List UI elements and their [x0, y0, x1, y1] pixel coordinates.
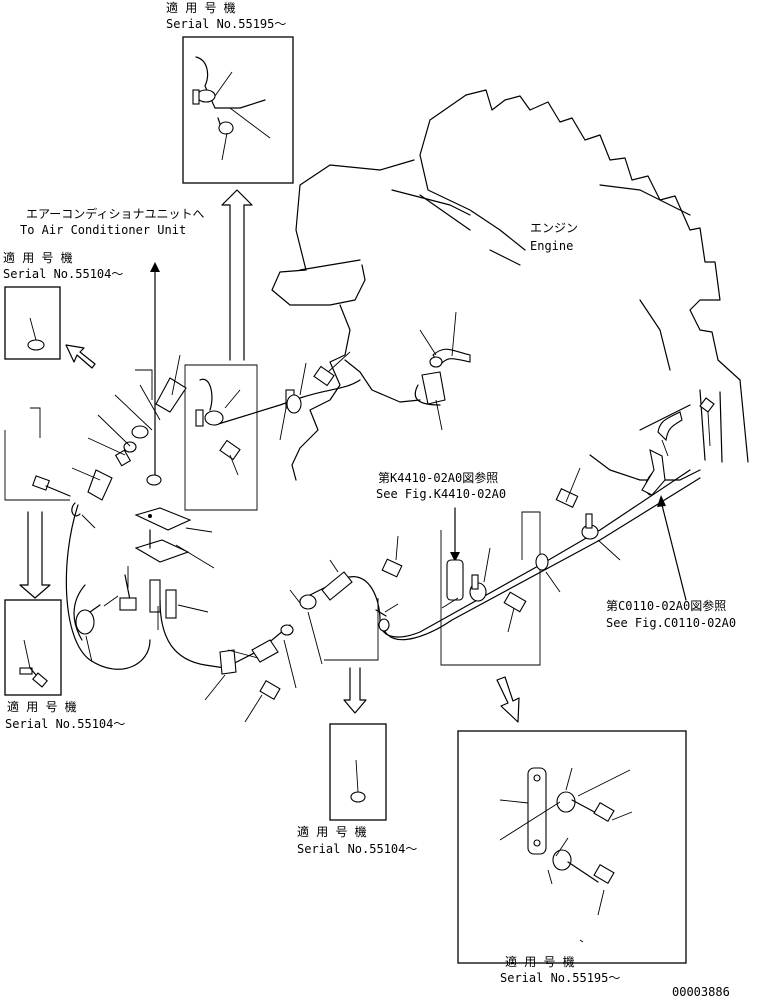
detail-box-right — [457, 730, 687, 964]
left-top-serial-label: 適 用 号 機 — [3, 250, 73, 265]
drawing-number: 00003886 — [672, 985, 730, 999]
engine-label-en: Engine — [530, 239, 573, 253]
detail-box-center — [329, 723, 387, 821]
top-serial-label: 適 用 号 機 — [166, 0, 236, 15]
top-serial-value: Serial No.55195～ — [166, 17, 286, 31]
left-bottom-serial-label: 適 用 号 機 — [7, 699, 77, 714]
right-serial-value: Serial No.55195～ — [500, 971, 620, 985]
leader-lines — [71, 311, 711, 723]
arrows — [19, 189, 687, 723]
left-top-detail-parts — [27, 317, 45, 351]
aircon-label-jp: エアーコンディショナユニットへ — [26, 206, 204, 221]
ref-k4410-en: See Fig.K4410-02A0 — [376, 487, 506, 501]
left-bracket-outline — [4, 430, 70, 501]
center-serial-value: Serial No.55104～ — [297, 842, 417, 856]
ref-k4410-jp: 第K4410-02A0図参照 — [378, 470, 498, 485]
ref-c0110-jp: 第C0110-02A0図参照 — [606, 598, 726, 613]
center-serial-label: 適 用 号 機 — [297, 824, 367, 839]
engine-outline — [271, 89, 749, 481]
detail-box-top — [182, 36, 294, 184]
center-enclosure — [184, 364, 258, 511]
left-top-serial-value: Serial No.55104～ — [3, 267, 123, 281]
detail-box-left-bottom — [4, 599, 62, 696]
center-detail-parts — [350, 759, 366, 803]
ref-c0110-en: See Fig.C0110-02A0 — [606, 616, 736, 630]
right-detail-parts — [499, 767, 633, 943]
left-bottom-detail-parts — [19, 639, 48, 688]
aircon-label-en: To Air Conditioner Unit — [20, 223, 186, 237]
top-detail-parts — [192, 56, 271, 161]
main-assembly-parts — [32, 348, 715, 700]
k4410-enclosure — [440, 511, 541, 666]
right-serial-label: 適 用 号 機 — [505, 954, 575, 969]
left-bottom-serial-value: Serial No.55104～ — [5, 717, 125, 731]
engine-label-jp: エンジン — [530, 221, 578, 235]
